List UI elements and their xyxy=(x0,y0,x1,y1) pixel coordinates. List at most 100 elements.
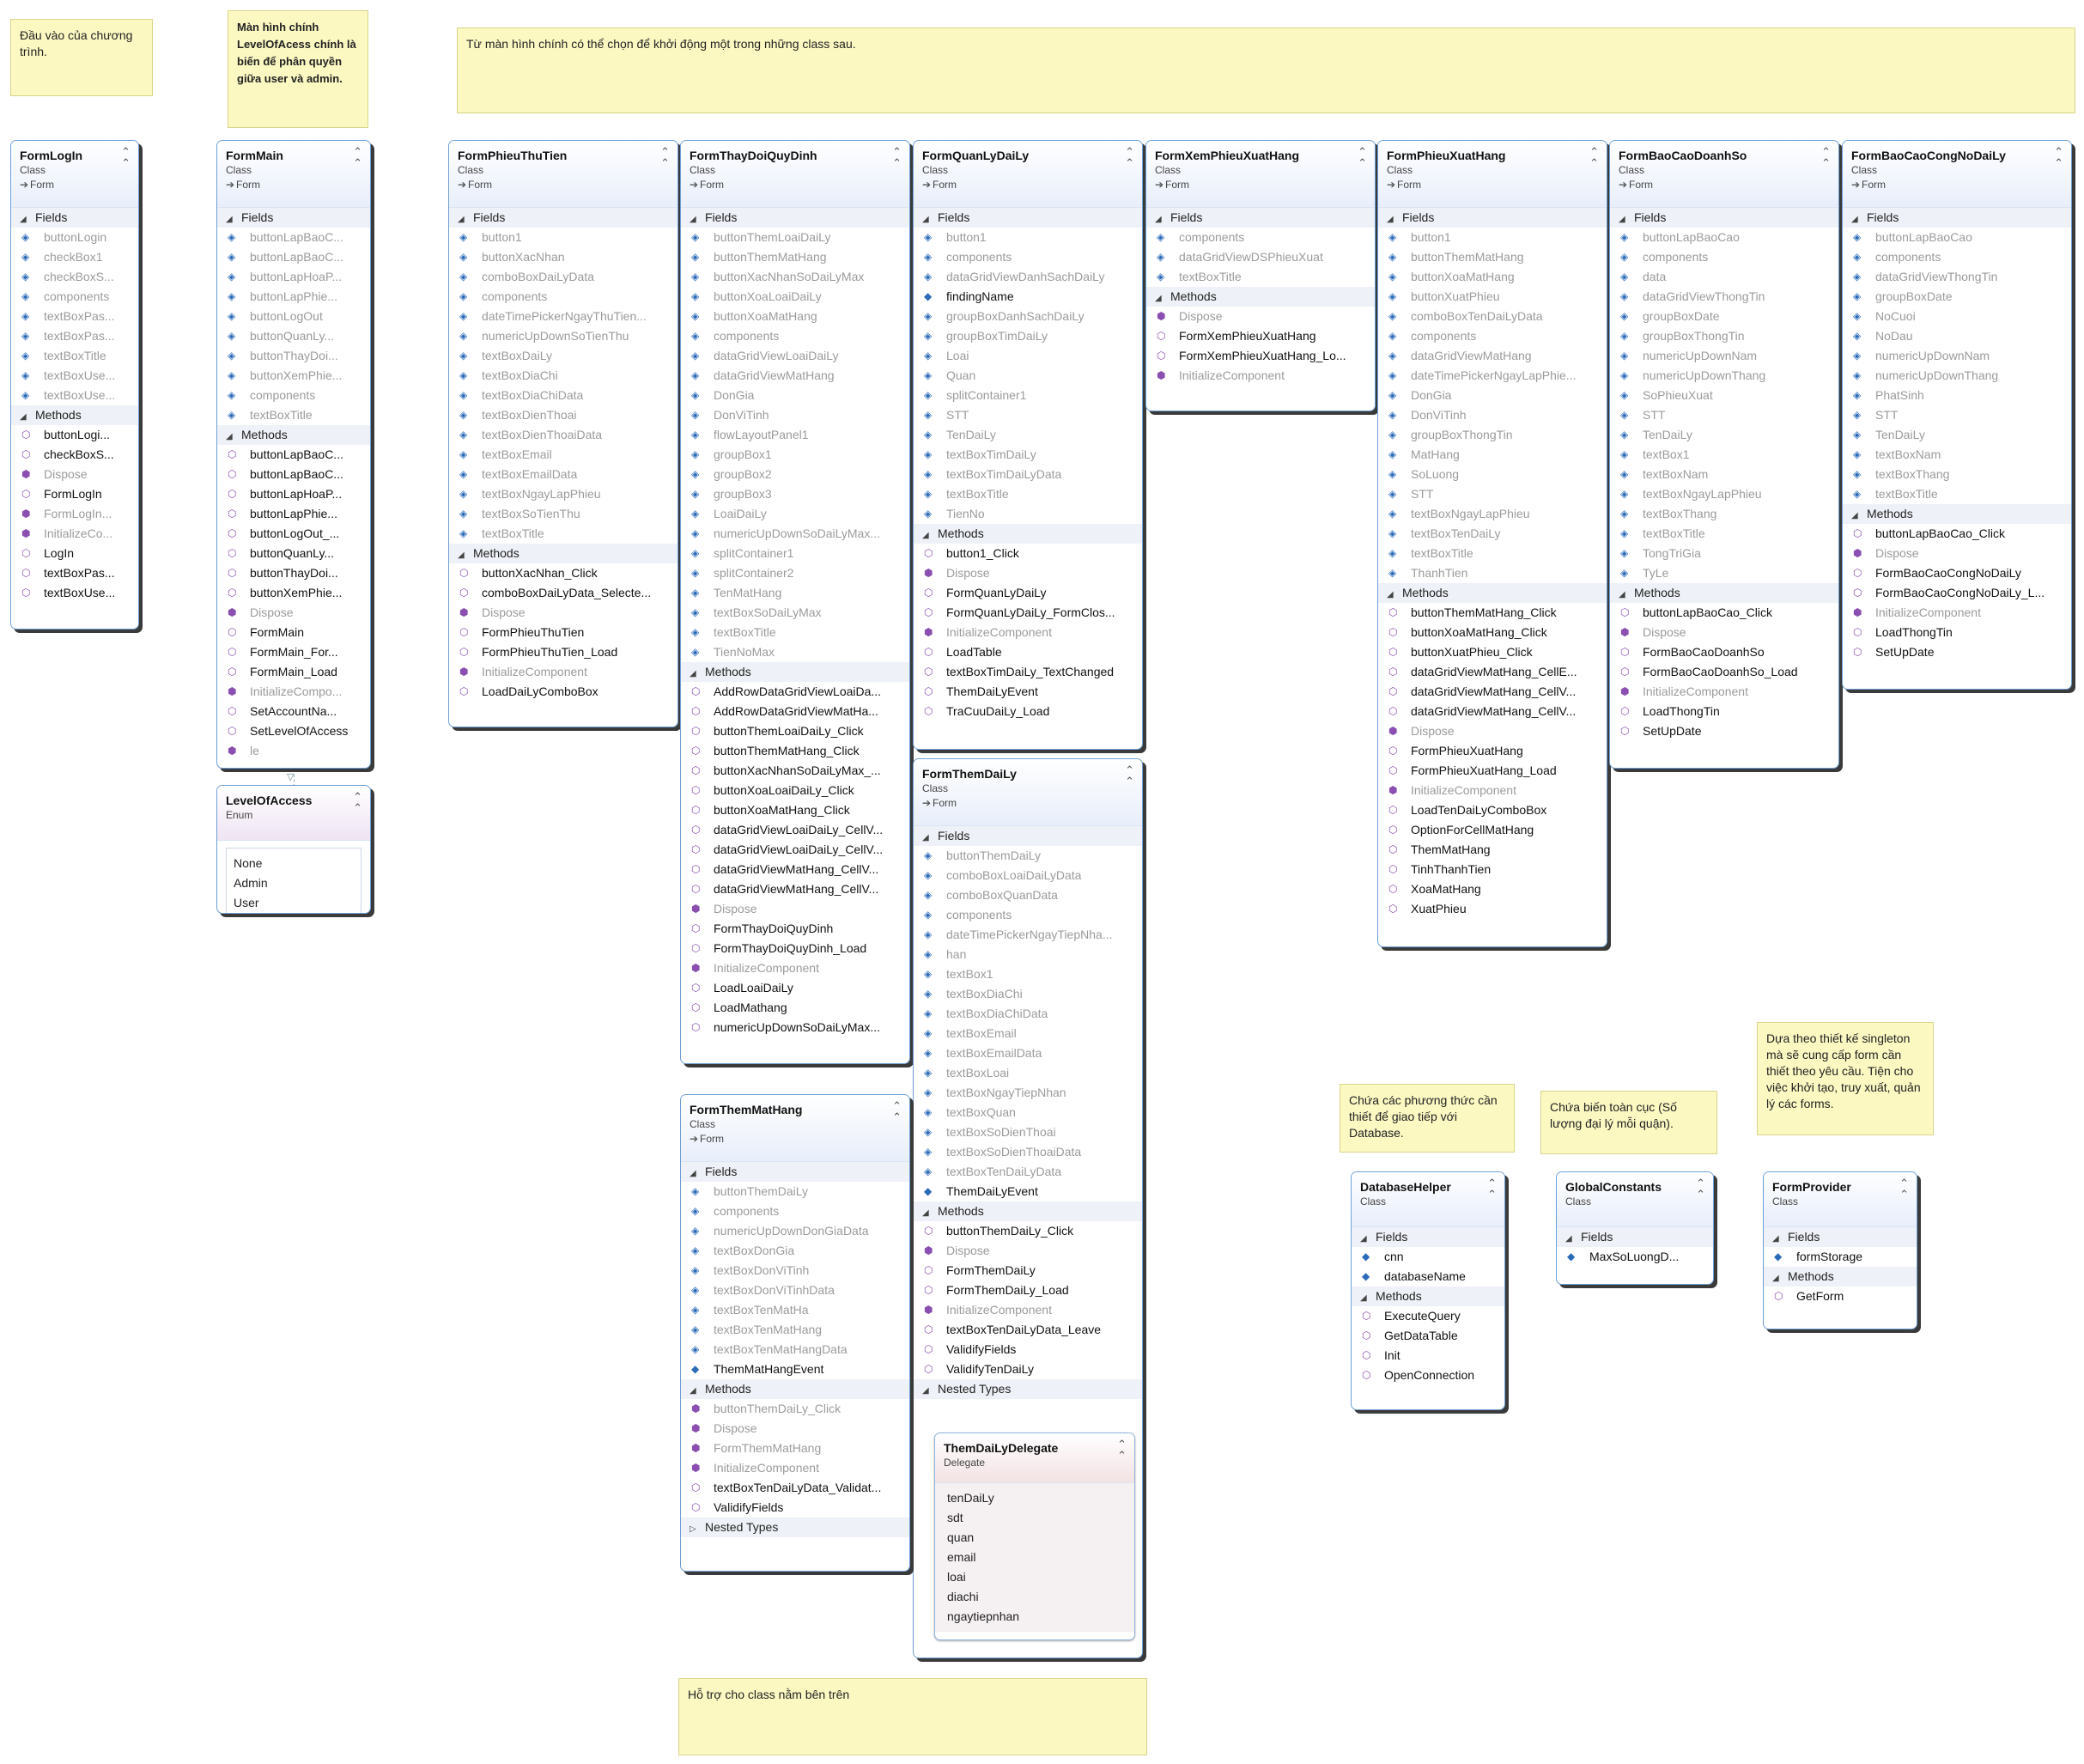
section-nested-types[interactable]: ▷Nested Types xyxy=(681,1518,909,1537)
method-item[interactable]: ⬢InitializeComponent xyxy=(681,958,909,978)
field-item[interactable]: ◈SoLuong xyxy=(1378,465,1607,484)
collapse-triangle-icon[interactable]: ◢ xyxy=(20,412,27,422)
method-item[interactable]: ⬡buttonXuatPhieu_Click xyxy=(1378,642,1607,662)
field-item[interactable]: ◈textBoxTenDaiLyData xyxy=(914,1162,1142,1182)
method-item[interactable]: ⬡AddRowDataGridViewMatHa... xyxy=(681,702,909,721)
field-item[interactable]: ◈buttonLapBaoC... xyxy=(217,247,370,267)
field-item[interactable]: ◈textBoxTitle xyxy=(914,484,1142,504)
method-item[interactable]: ⬡FormPhieuThuTien_Load xyxy=(449,642,677,662)
field-item[interactable]: ◈buttonThemLoaiDaiLy xyxy=(681,228,909,247)
section-fields[interactable]: ◢Fields xyxy=(217,208,370,228)
method-item[interactable]: ⬡buttonThemMatHang_Click xyxy=(1378,603,1607,623)
collapse-icon[interactable]: ⌃⌃ xyxy=(1696,1177,1705,1201)
method-item[interactable]: ⬡FormMain_For... xyxy=(217,642,370,662)
method-item[interactable]: ⬡OpenConnection xyxy=(1352,1366,1504,1385)
collapse-triangle-icon[interactable]: ◢ xyxy=(690,669,696,678)
field-item[interactable]: ◈components xyxy=(914,905,1142,925)
method-item[interactable]: ⬡dataGridViewLoaiDaiLy_CellV... xyxy=(681,840,909,860)
field-item[interactable]: ◈buttonThemDaiLy xyxy=(914,846,1142,866)
collapse-triangle-icon[interactable]: ◢ xyxy=(1565,1234,1572,1244)
field-item[interactable]: ◈STT xyxy=(1610,405,1838,425)
field-item[interactable]: ◈buttonLogin xyxy=(11,228,138,247)
method-item[interactable]: ⬡buttonLogi... xyxy=(11,425,138,445)
field-item[interactable]: ◈LoaiDaiLy xyxy=(681,504,909,524)
field-item[interactable]: ◈TyLe xyxy=(1610,563,1838,583)
method-item[interactable]: ⬡FormPhieuThuTien xyxy=(449,623,677,642)
method-item[interactable]: ⬡FormQuanLyDaiLy_FormClos... xyxy=(914,603,1142,623)
field-item[interactable]: ◈buttonXacNhan xyxy=(449,247,677,267)
method-item[interactable]: ⬡LoadThongTin xyxy=(1610,702,1838,721)
field-item[interactable]: ◈dataGridViewMatHang xyxy=(1378,346,1607,366)
field-item[interactable]: ◈buttonLapHoaP... xyxy=(217,267,370,287)
field-item[interactable]: ◈buttonXoaLoaiDaiLy xyxy=(681,287,909,307)
method-item[interactable]: ⬡XoaMatHang xyxy=(1378,879,1607,899)
collapse-icon[interactable]: ⌃⌃ xyxy=(1821,145,1831,169)
method-item[interactable]: ⬡dataGridViewMatHang_CellE... xyxy=(1378,662,1607,682)
field-item[interactable]: ◈components xyxy=(681,1201,909,1221)
collapse-triangle-icon[interactable]: ◢ xyxy=(1772,1234,1779,1244)
method-item[interactable]: ⬢Dispose xyxy=(449,603,677,623)
field-item[interactable]: ◈TienNo xyxy=(914,504,1142,524)
field-item[interactable]: ◈STT xyxy=(914,405,1142,425)
field-item[interactable]: ◈textBoxDiaChiData xyxy=(449,386,677,405)
field-item[interactable]: ◈buttonQuanLy... xyxy=(217,326,370,346)
section-methods[interactable]: ◢Methods xyxy=(914,1201,1142,1221)
collapse-triangle-icon[interactable]: ◢ xyxy=(226,215,233,224)
collapse-icon[interactable]: ⌃⌃ xyxy=(1487,1177,1497,1201)
collapse-icon[interactable]: ⌃⌃ xyxy=(660,145,670,169)
field-item[interactable]: ◈buttonThemMatHang xyxy=(1378,247,1607,267)
field-item[interactable]: ◈groupBoxDate xyxy=(1610,307,1838,326)
enum-LevelOfAccess[interactable]: LevelOfAccess Enum ⌃⌃ None Admin User xyxy=(216,785,371,914)
field-item[interactable]: ◈buttonThemMatHang xyxy=(681,247,909,267)
field-item[interactable]: ◈numericUpDownThang xyxy=(1843,366,2071,386)
field-item[interactable]: ◈textBoxTenMatHa xyxy=(681,1300,909,1320)
method-item[interactable]: ⬢InitializeComponent xyxy=(1146,366,1375,386)
field-item[interactable]: ◈TienNoMax xyxy=(681,642,909,662)
field-item[interactable]: ◈textBoxSoDienThoaiData xyxy=(914,1142,1142,1162)
method-item[interactable]: ⬡FormPhieuXuatHang_Load xyxy=(1378,761,1607,781)
collapse-triangle-icon[interactable]: ◢ xyxy=(458,215,465,224)
field-item[interactable]: ◈dataGridViewThongTin xyxy=(1843,267,2071,287)
method-item[interactable]: ⬢Dispose xyxy=(1843,544,2071,563)
field-item[interactable]: ◈textBox1 xyxy=(914,964,1142,984)
collapse-icon[interactable]: ⌃⌃ xyxy=(892,145,902,169)
method-item[interactable]: ⬡LoadTenDaiLyComboBox xyxy=(1378,800,1607,820)
field-item[interactable]: ◈textBoxTimDaiLyData xyxy=(914,465,1142,484)
collapse-triangle-icon[interactable]: ◢ xyxy=(1851,511,1858,520)
collapse-triangle-icon[interactable]: ◢ xyxy=(1619,215,1625,224)
collapse-triangle-icon[interactable]: ◢ xyxy=(1772,1274,1779,1283)
field-item[interactable]: ◈TongTriGia xyxy=(1610,544,1838,563)
field-item[interactable]: ◈components xyxy=(449,287,677,307)
method-item[interactable]: ⬢buttonThemDaiLy_Click xyxy=(681,1399,909,1419)
field-item[interactable]: ◈textBoxNgayLapPhieu xyxy=(1610,484,1838,504)
field-item[interactable]: ◈buttonLapPhie... xyxy=(217,287,370,307)
field-item[interactable]: ◈groupBoxDate xyxy=(1843,287,2071,307)
method-item[interactable]: ⬡LoadThongTin xyxy=(1843,623,2071,642)
field-item[interactable]: ◈textBoxNgayLapPhieu xyxy=(449,484,677,504)
field-item[interactable]: ◈comboBoxQuanData xyxy=(914,885,1142,905)
field-item[interactable]: ◆ThemDaiLyEvent xyxy=(914,1182,1142,1201)
method-item[interactable]: ⬡FormBaoCaoDoanhSo xyxy=(1610,642,1838,662)
collapse-triangle-icon[interactable]: ◢ xyxy=(1155,215,1162,224)
collapse-triangle-icon[interactable]: ◢ xyxy=(922,1208,929,1218)
field-item[interactable]: ◈buttonXoaMatHang xyxy=(1378,267,1607,287)
collapse-icon[interactable]: ⌃⌃ xyxy=(353,145,362,169)
field-item[interactable]: ◆findingName xyxy=(914,287,1142,307)
field-item[interactable]: ◈numericUpDownDonGiaData xyxy=(681,1221,909,1241)
method-item[interactable]: ⬡ValidifyTenDaiLy xyxy=(914,1359,1142,1379)
field-item[interactable]: ◈checkBox1 xyxy=(11,247,138,267)
field-item[interactable]: ◈textBoxTitle xyxy=(1146,267,1375,287)
field-item[interactable]: ◈dateTimePickerNgayTiepNha... xyxy=(914,925,1142,945)
field-item[interactable]: ◈textBoxTenMatHang xyxy=(681,1320,909,1340)
method-item[interactable]: ⬢Dispose xyxy=(914,1241,1142,1261)
field-item[interactable]: ◈components xyxy=(1378,326,1607,346)
field-item[interactable]: ◈DonViTinh xyxy=(1378,405,1607,425)
field-item[interactable]: ◈dateTimePickerNgayThuTien... xyxy=(449,307,677,326)
field-item[interactable]: ◈groupBoxDanhSachDaiLy xyxy=(914,307,1142,326)
field-item[interactable]: ◈DonGia xyxy=(681,386,909,405)
method-item[interactable]: ⬢InitializeCompo... xyxy=(217,682,370,702)
field-item[interactable]: ◈flowLayoutPanel1 xyxy=(681,425,909,445)
